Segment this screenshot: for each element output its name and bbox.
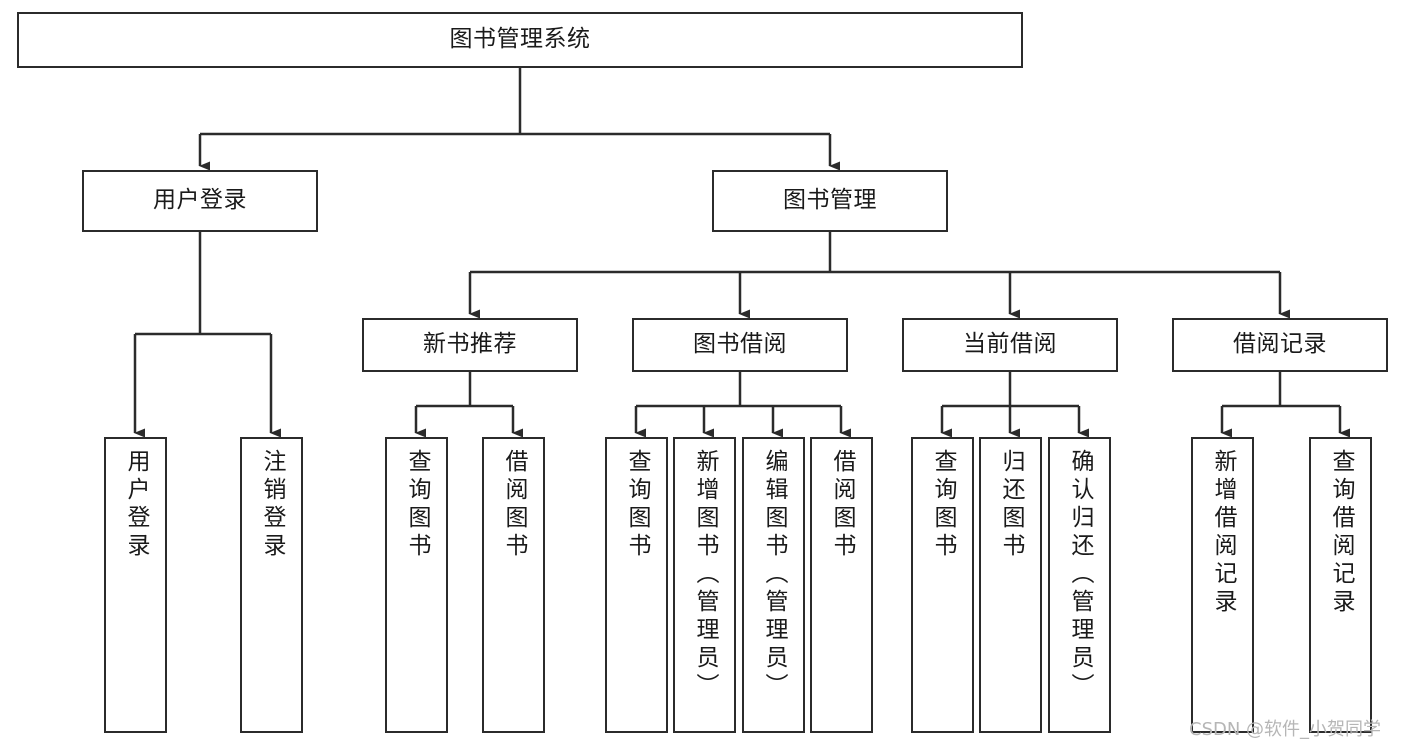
node-book-management[interactable]: 图书管理 xyxy=(712,170,948,232)
node-label: 新书推荐 xyxy=(423,331,517,358)
leaf-new-book-borrow-books[interactable]: 借阅图书 xyxy=(482,437,545,733)
leaf-current-borrow-query-books[interactable]: 查询图书 xyxy=(911,437,974,733)
node-label: 用户登录 xyxy=(123,449,149,561)
node-label: 注销登录 xyxy=(259,449,285,561)
node-label: 借阅图书 xyxy=(829,449,855,561)
leaf-book-borrow-edit-book-admin[interactable]: 编辑图书（管理员） xyxy=(742,437,805,733)
csdn-watermark: CSDN @软件_小贺同学 xyxy=(1189,719,1382,740)
node-label: 查询图书 xyxy=(624,449,650,561)
leaf-current-borrow-return-books[interactable]: 归还图书 xyxy=(979,437,1042,733)
node-label: 确认归还（管理员） xyxy=(1067,449,1093,701)
node-label: 图书管理系统 xyxy=(449,26,591,53)
leaf-book-borrow-query-books[interactable]: 查询图书 xyxy=(605,437,668,733)
node-book-borrow[interactable]: 图书借阅 xyxy=(632,318,848,372)
node-label: 用户登录 xyxy=(153,187,247,214)
node-root-book-management-system[interactable]: 图书管理系统 xyxy=(17,12,1023,68)
node-new-book-recommend[interactable]: 新书推荐 xyxy=(362,318,578,372)
node-current-borrow[interactable]: 当前借阅 xyxy=(902,318,1118,372)
leaf-book-borrow-add-book-admin[interactable]: 新增图书（管理员） xyxy=(673,437,736,733)
leaf-current-borrow-confirm-return-admin[interactable]: 确认归还（管理员） xyxy=(1048,437,1111,733)
node-label: 图书管理 xyxy=(783,187,877,214)
leaf-borrow-record-add-record[interactable]: 新增借阅记录 xyxy=(1191,437,1254,733)
node-label: 当前借阅 xyxy=(963,331,1057,358)
leaf-book-borrow-borrow-books[interactable]: 借阅图书 xyxy=(810,437,873,733)
node-label: 新增借阅记录 xyxy=(1210,449,1236,617)
leaf-user-login-signout[interactable]: 注销登录 xyxy=(240,437,303,733)
node-label: 编辑图书（管理员） xyxy=(761,449,787,701)
leaf-user-login-signin[interactable]: 用户登录 xyxy=(104,437,167,733)
node-label: 借阅记录 xyxy=(1233,331,1327,358)
node-label: 借阅图书 xyxy=(501,449,527,561)
node-label: 图书借阅 xyxy=(693,331,787,358)
leaf-new-book-query-books[interactable]: 查询图书 xyxy=(385,437,448,733)
node-label: 归还图书 xyxy=(998,449,1024,561)
node-borrow-record[interactable]: 借阅记录 xyxy=(1172,318,1388,372)
node-label: 查询图书 xyxy=(930,449,956,561)
leaf-borrow-record-query-record[interactable]: 查询借阅记录 xyxy=(1309,437,1372,733)
node-label: 查询图书 xyxy=(404,449,430,561)
node-user-login[interactable]: 用户登录 xyxy=(82,170,318,232)
node-label: 查询借阅记录 xyxy=(1328,449,1354,617)
node-label: 新增图书（管理员） xyxy=(692,449,718,701)
